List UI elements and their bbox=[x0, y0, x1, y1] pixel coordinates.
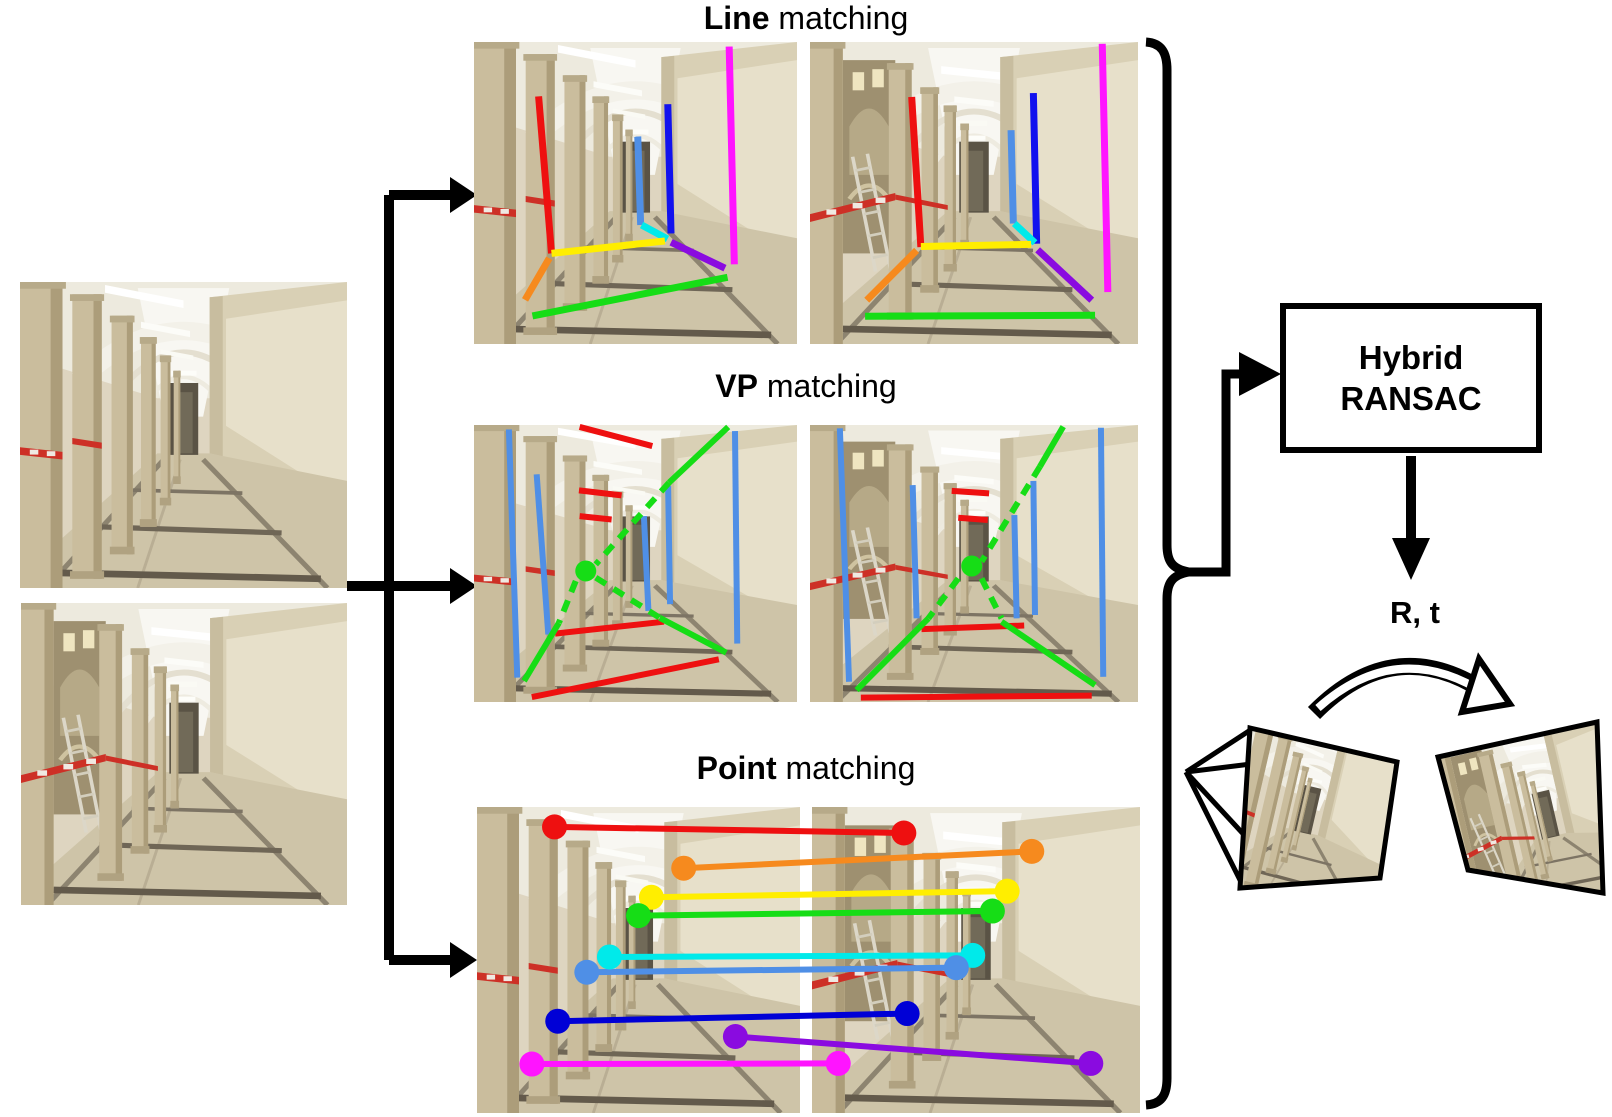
rotation-arrow bbox=[1307, 652, 1516, 720]
hybrid-ransac-box: Hybrid RANSAC bbox=[1280, 303, 1542, 453]
hybrid-ransac-label-line2: RANSAC bbox=[1340, 380, 1482, 417]
input-photo-view2 bbox=[21, 603, 347, 905]
frustum-apex-lines bbox=[1183, 726, 1254, 888]
brace-to-ransac-connector bbox=[1189, 369, 1241, 577]
hybrid-ransac-label-line1: Hybrid bbox=[1358, 339, 1464, 376]
vp-matching-photo-right bbox=[810, 425, 1138, 702]
curly-brace bbox=[1145, 37, 1190, 1110]
line-matching-title: Line matching bbox=[703, 0, 909, 36]
branch-arrowheads bbox=[450, 177, 477, 978]
frustum-photo-right-border bbox=[1434, 718, 1606, 896]
branch-arrows bbox=[347, 190, 452, 965]
vp-matching-title: VP matching bbox=[715, 368, 897, 404]
rt-label: R, t bbox=[1390, 595, 1440, 630]
input-photo-view1 bbox=[20, 282, 347, 588]
line-matching-photo-left bbox=[474, 42, 797, 344]
ransac-input-arrowhead bbox=[1239, 352, 1281, 396]
vp-matching-photo-left bbox=[474, 425, 797, 702]
frustum-photo-right bbox=[1438, 722, 1603, 893]
frustum-photo-left-border bbox=[1237, 724, 1400, 891]
line-matching-photo-right bbox=[810, 42, 1138, 344]
point-matching-title: Point matching bbox=[696, 750, 916, 786]
ransac-output-arrowhead bbox=[1392, 538, 1430, 580]
point-matching-photo-right bbox=[812, 807, 1140, 1113]
point-matching-photo-left bbox=[477, 807, 800, 1113]
